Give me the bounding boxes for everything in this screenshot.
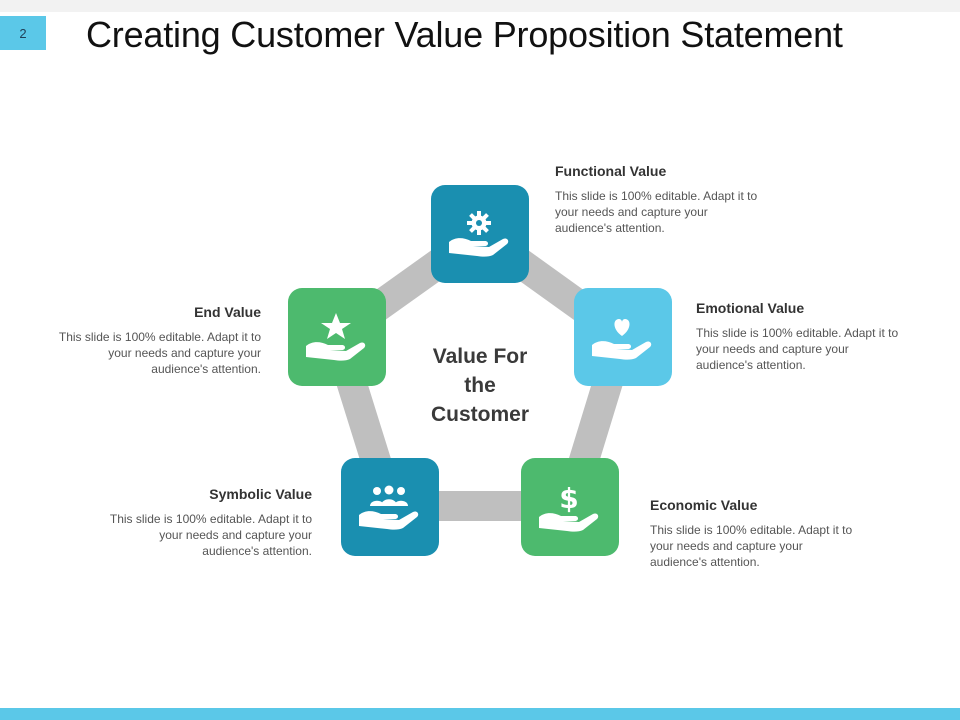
hand-heart-icon	[592, 319, 652, 360]
page-title: Creating Customer Value Proposition Stat…	[86, 14, 843, 55]
label-symbolic: Symbolic Value This slide is 100% editab…	[107, 486, 312, 559]
hand-dollar-icon: $	[539, 482, 599, 532]
hand-gear-icon	[449, 211, 509, 257]
hand-star-icon	[306, 313, 366, 361]
svg-text:$: $	[559, 482, 578, 515]
center-line-3: Customer	[430, 403, 530, 426]
label-functional-title: Functional Value	[555, 163, 667, 179]
label-end-text: This slide is 100% editable. Adapt it to…	[58, 330, 261, 376]
slide-number: 2	[19, 25, 27, 41]
node-symbolic	[341, 458, 439, 556]
top-bar	[0, 0, 960, 12]
center-line-2: the	[464, 374, 496, 397]
bottom-accent-bar	[0, 708, 960, 720]
label-emotional-title: Emotional Value	[696, 300, 805, 316]
node-functional	[431, 185, 529, 283]
center-line-1: Value For	[432, 345, 528, 368]
center-label: Value For the Customer	[410, 342, 550, 429]
label-economic-title: Economic Value	[650, 497, 758, 513]
node-economic: $	[521, 458, 619, 556]
label-emotional-text: This slide is 100% editable. Adapt it to…	[696, 326, 899, 372]
label-emotional: Emotional Value This slide is 100% edita…	[696, 300, 901, 373]
label-functional: Functional Value This slide is 100% edit…	[555, 163, 760, 236]
node-end	[288, 288, 386, 386]
node-emotional	[574, 288, 672, 386]
label-end: End Value This slide is 100% editable. A…	[56, 304, 261, 377]
label-economic: Economic Value This slide is 100% editab…	[650, 497, 855, 570]
label-symbolic-title: Symbolic Value	[209, 486, 312, 502]
slide-number-badge: 2	[0, 16, 46, 50]
label-functional-text: This slide is 100% editable. Adapt it to…	[555, 189, 758, 235]
label-economic-text: This slide is 100% editable. Adapt it to…	[650, 523, 853, 569]
hand-people-icon	[359, 485, 419, 530]
label-end-title: End Value	[194, 304, 261, 320]
label-symbolic-text: This slide is 100% editable. Adapt it to…	[109, 512, 312, 558]
